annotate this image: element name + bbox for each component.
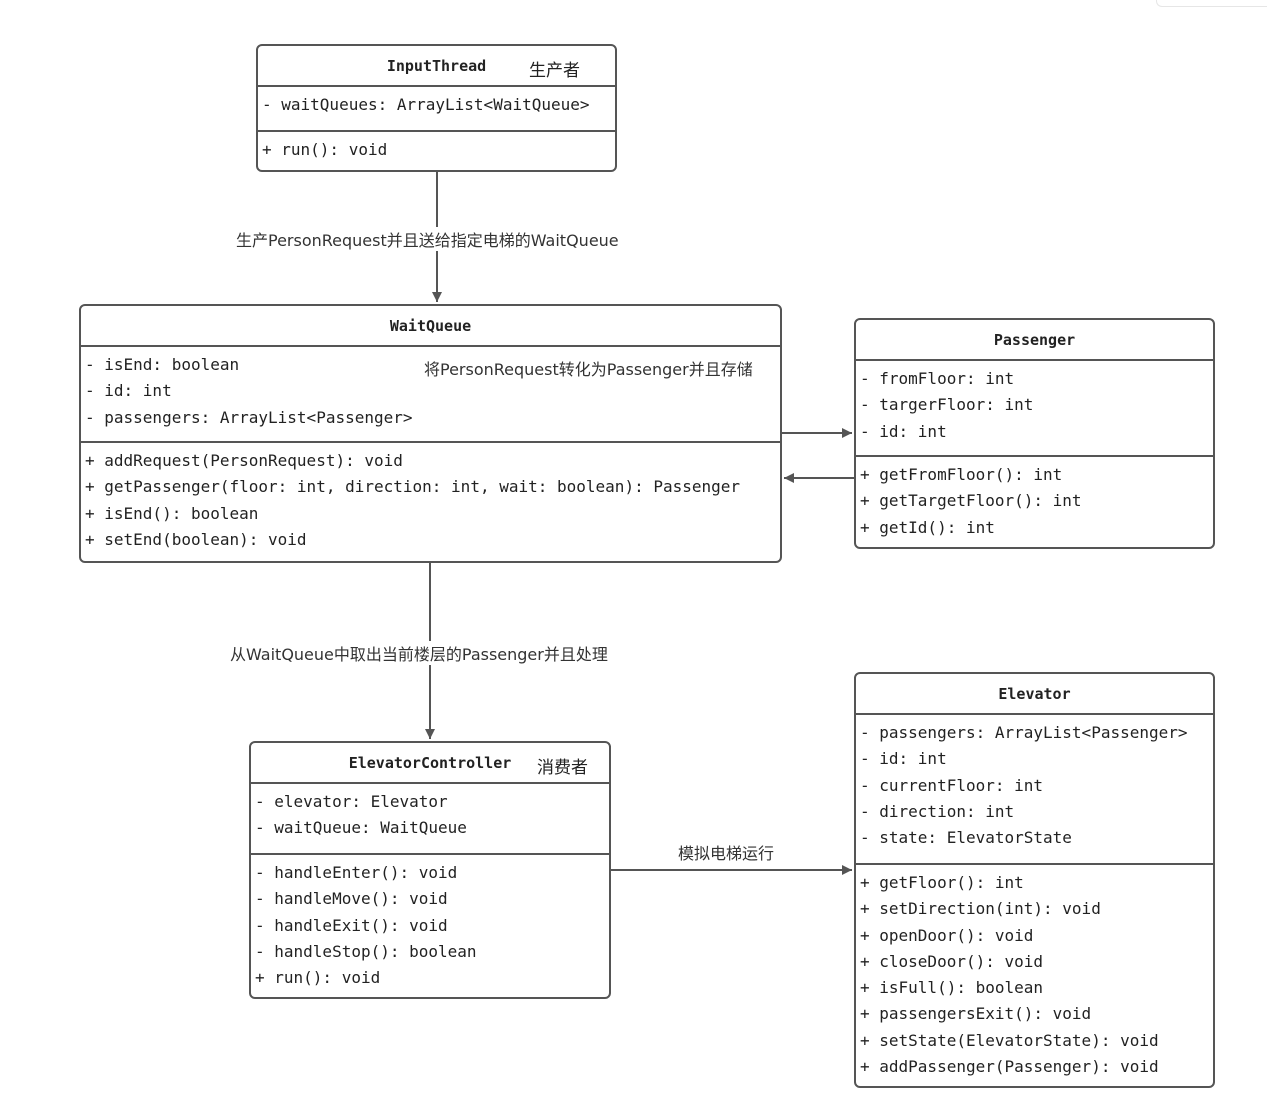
attribute-section: - waitQueues: ArrayList<WaitQueue> xyxy=(258,87,615,130)
method-row: - handleMove(): void xyxy=(255,889,448,909)
attribute-row: - targerFloor: int xyxy=(860,395,1034,415)
class-name: Elevator xyxy=(998,684,1071,703)
method-row: + getFromFloor(): int xyxy=(860,465,1063,484)
method-row: + setDirection(int): void xyxy=(860,899,1101,919)
method-row: + getId(): int xyxy=(860,517,995,537)
method-section: + getFloor(): int + setDirection(int): v… xyxy=(856,863,1213,1086)
method-row: + closeDoor(): void xyxy=(860,951,1044,971)
attribute-row: - state: ElevatorState xyxy=(860,828,1072,848)
method-section: - handleEnter(): void - handleMove(): vo… xyxy=(251,853,609,997)
attribute-section: - passengers: ArrayList<Passenger> - id:… xyxy=(856,715,1213,863)
method-row: + addPassenger(Passenger): void xyxy=(860,1057,1159,1077)
attribute-row: - id: int xyxy=(860,749,947,769)
class-name: WaitQueue xyxy=(389,316,472,335)
method-section: + addRequest(PersonRequest): void + getP… xyxy=(81,441,780,561)
edge-label-input-to-queue: 生产PersonRequest并且送给指定电梯的WaitQueue xyxy=(234,227,621,251)
method-row: - handleStop(): boolean xyxy=(255,941,477,961)
method-row: + run(): void xyxy=(255,968,381,988)
attribute-row: - passengers: ArrayList<Passenger> xyxy=(85,407,413,427)
class-input-thread[interactable]: InputThread 生产者 - waitQueues: ArrayList<… xyxy=(256,44,617,172)
attribute-section: - isEnd: boolean - id: int - passengers:… xyxy=(81,347,780,441)
attribute-section: - elevator: Elevator - waitQueue: WaitQu… xyxy=(251,784,609,853)
method-row: + isFull(): boolean xyxy=(860,978,1044,998)
method-row: + run(): void xyxy=(262,140,388,159)
method-row: + addRequest(PersonRequest): void xyxy=(85,451,403,470)
class-name: ElevatorController xyxy=(348,753,512,772)
class-passenger[interactable]: Passenger - fromFloor: int - targerFloor… xyxy=(854,318,1215,549)
attribute-row: - passengers: ArrayList<Passenger> xyxy=(860,723,1188,742)
attribute-row: - waitQueue: WaitQueue xyxy=(255,818,467,838)
method-row: - handleEnter(): void xyxy=(255,863,458,882)
method-row: + isEnd(): boolean xyxy=(85,503,259,523)
method-row: - handleExit(): void xyxy=(255,915,448,935)
class-wait-queue[interactable]: WaitQueue - isEnd: boolean - id: int - p… xyxy=(79,304,782,563)
attribute-row: - id: int xyxy=(85,381,172,401)
method-row: + getPassenger(floor: int, direction: in… xyxy=(85,477,741,497)
class-elevator-controller[interactable]: ElevatorController 消费者 - elevator: Eleva… xyxy=(249,741,611,999)
class-note: 将PersonRequest转化为Passenger并且存储 xyxy=(424,360,753,379)
attribute-row: - isEnd: boolean xyxy=(85,355,240,374)
method-section: + getFromFloor(): int + getTargetFloor()… xyxy=(856,455,1213,547)
class-name: InputThread xyxy=(386,56,487,75)
method-row: + getFloor(): int xyxy=(860,873,1024,892)
attribute-row: - currentFloor: int xyxy=(860,775,1044,795)
attribute-row: - waitQueues: ArrayList<WaitQueue> xyxy=(262,95,590,114)
class-elevator[interactable]: Elevator - passengers: ArrayList<Passeng… xyxy=(854,672,1215,1088)
attribute-row: - elevator: Elevator xyxy=(255,792,448,811)
method-section: + run(): void xyxy=(258,130,615,170)
attribute-row: - id: int xyxy=(860,421,947,441)
role-label: 生产者 xyxy=(529,61,580,81)
method-row: + setState(ElevatorState): void xyxy=(860,1030,1159,1050)
edge-label-controller-to-elevator: 模拟电梯运行 xyxy=(678,840,775,864)
role-label: 消费者 xyxy=(537,758,588,778)
method-row: + openDoor(): void xyxy=(860,925,1034,945)
attribute-row: - direction: int xyxy=(860,801,1015,821)
method-row: + getTargetFloor(): int xyxy=(860,491,1082,511)
window-corner-decoration xyxy=(1156,0,1267,7)
method-row: + passengersExit(): void xyxy=(860,1004,1092,1024)
attribute-section: - fromFloor: int - targerFloor: int - id… xyxy=(856,361,1213,455)
attribute-row: - fromFloor: int xyxy=(860,369,1015,388)
edge-label-queue-to-controller: 从WaitQueue中取出当前楼层的Passenger并且处理 xyxy=(228,641,610,665)
method-row: + setEnd(boolean): void xyxy=(85,529,307,549)
class-name: Passenger xyxy=(993,330,1076,349)
